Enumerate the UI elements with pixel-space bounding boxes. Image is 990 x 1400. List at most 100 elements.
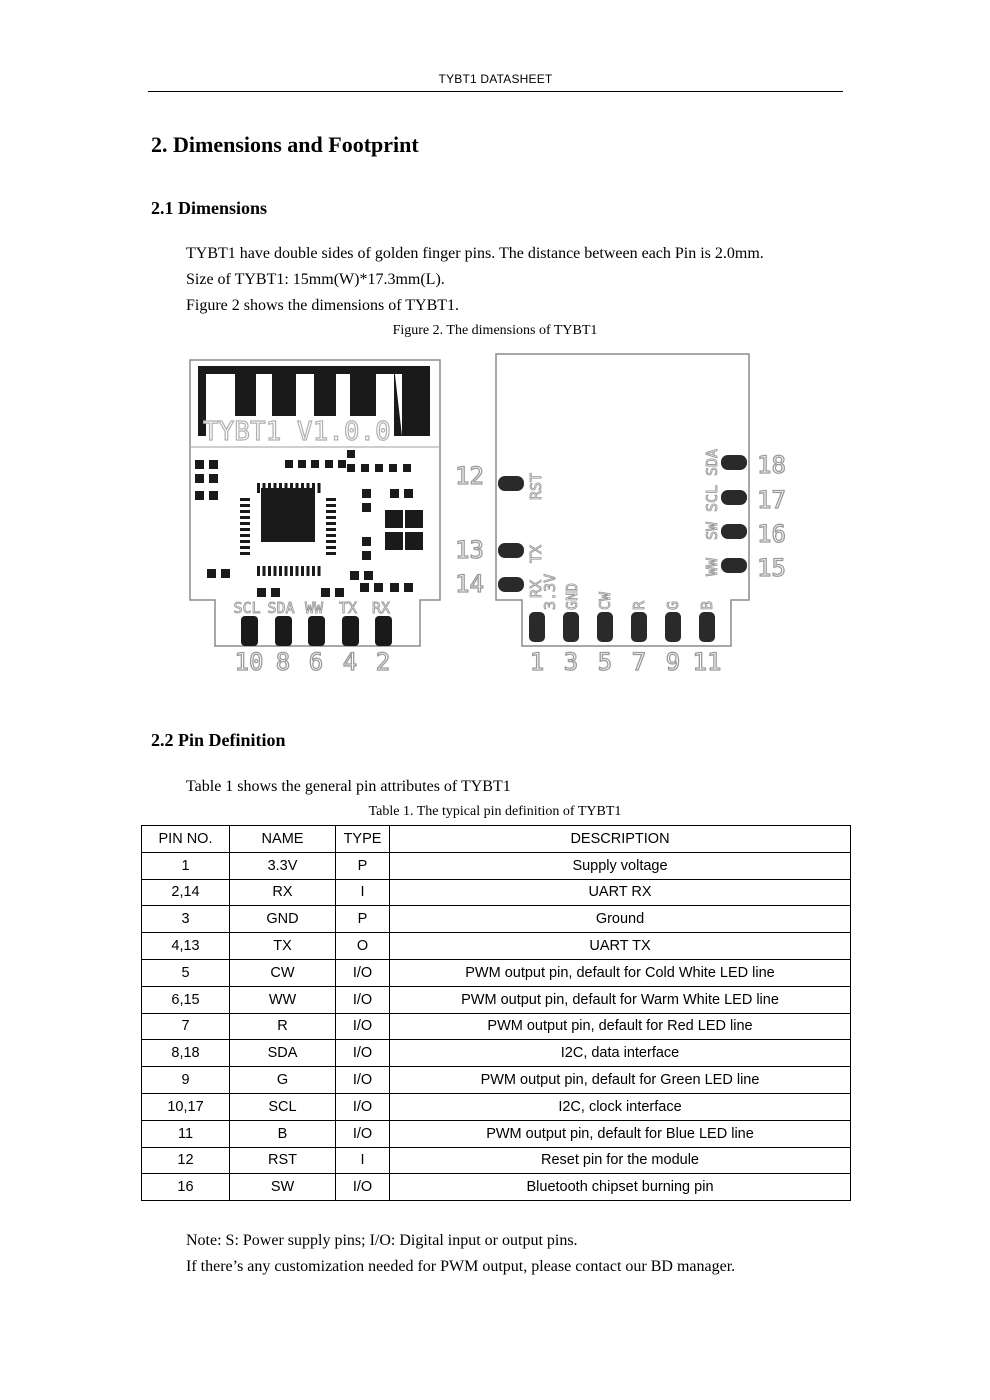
- back-label-b: B: [698, 601, 716, 610]
- back-right-pin-number: 17: [757, 486, 786, 514]
- cell-description: PWM output pin, default for Cold White L…: [389, 958, 851, 987]
- subsection-pin-definition-title: 2.2 Pin Definition: [151, 730, 286, 750]
- back-pin-number-12: 12: [455, 462, 484, 490]
- back-right-pad: [721, 455, 747, 470]
- cell-pin-no: 6,15: [141, 985, 230, 1014]
- cell-name: RX: [229, 878, 336, 907]
- page-header: TYBT1 DATASHEET: [438, 72, 553, 86]
- cell-pin-no: 10,17: [141, 1092, 230, 1121]
- front-pin-pad: [342, 616, 359, 646]
- cell-pin-no: 16: [141, 1173, 230, 1202]
- cell-name: R: [229, 1012, 336, 1041]
- cell-type: I/O: [335, 1039, 390, 1068]
- column-header-type: TYPE: [335, 825, 390, 853]
- front-pin-pad: [275, 616, 292, 646]
- cell-description: Supply voltage: [389, 851, 851, 880]
- back-label-sw: SW: [703, 521, 721, 540]
- back-label-rst: RST: [527, 473, 545, 500]
- back-bottom-pad: [563, 612, 579, 642]
- cell-description: I2C, data interface: [389, 1039, 851, 1068]
- cell-pin-no: 1: [141, 851, 230, 880]
- cell-type: I/O: [335, 985, 390, 1014]
- pin-table-intro: Table 1 shows the general pin attributes…: [186, 778, 511, 795]
- cell-name: SDA: [229, 1039, 336, 1068]
- front-pin-number: 8: [276, 648, 290, 676]
- back-bottom-pin-number: 11: [693, 648, 722, 676]
- back-pin-number-14: 14: [455, 570, 484, 598]
- section-title: 2. Dimensions and Footprint: [151, 132, 419, 157]
- notes: Note: S: Power supply pins; I/O: Digital…: [186, 1228, 735, 1280]
- column-header-name: NAME: [229, 825, 336, 853]
- back-bottom-pad: [597, 612, 613, 642]
- back-label-scl: SCL: [703, 485, 721, 512]
- cell-type: I/O: [335, 1119, 390, 1148]
- back-bottom-pad: [665, 612, 681, 642]
- cell-name: GND: [229, 905, 336, 934]
- cell-pin-no: 9: [141, 1066, 230, 1094]
- cell-type: P: [335, 905, 390, 934]
- cell-description: Ground: [389, 905, 851, 934]
- back-left-pad: [498, 476, 524, 491]
- cell-description: UART RX: [389, 878, 851, 907]
- cell-name: B: [229, 1119, 336, 1148]
- back-bottom-pin-number: 7: [632, 648, 646, 676]
- cell-description: PWM output pin, default for Warm White L…: [389, 985, 851, 1014]
- back-right-pin-number: 15: [757, 554, 786, 582]
- back-pin-number-13: 13: [455, 536, 484, 564]
- column-header-pin-no: PIN NO.: [141, 825, 230, 853]
- dimensions-line-1: TYBT1 have double sides of golden finger…: [186, 245, 764, 262]
- note-line-2: If there’s any customization needed for …: [186, 1258, 736, 1275]
- cell-description: PWM output pin, default for Red LED line: [389, 1012, 851, 1041]
- cell-pin-no: 3: [141, 905, 230, 934]
- back-left-pad: [498, 577, 524, 592]
- header-rule: [148, 91, 843, 92]
- column-header-description: DESCRIPTION: [389, 825, 851, 853]
- cell-pin-no: 8,18: [141, 1039, 230, 1068]
- table-caption: Table 1. The typical pin definition of T…: [368, 804, 622, 819]
- note-line-1: Note: S: Power supply pins; I/O: Digital…: [186, 1232, 578, 1249]
- back-label-sda: SDA: [703, 449, 721, 476]
- front-pin-label: WW: [305, 599, 324, 617]
- cell-name: 3.3V: [229, 851, 336, 880]
- cell-description: I2C, clock interface: [389, 1092, 851, 1121]
- front-pin-number: 6: [309, 648, 323, 676]
- dimensions-line-3: Figure 2 shows the dimensions of TYBT1.: [186, 297, 460, 314]
- cell-type: I/O: [335, 1092, 390, 1121]
- cell-description: Reset pin for the module: [389, 1146, 851, 1175]
- back-right-pin-number: 16: [757, 520, 786, 548]
- cell-description: UART TX: [389, 932, 851, 960]
- back-right-pin-number: 18: [757, 451, 786, 479]
- front-pin-label: SCL: [233, 599, 260, 617]
- back-label-gnd: GND: [563, 583, 581, 610]
- cell-type: O: [335, 932, 390, 960]
- figure-caption: Figure 2. The dimensions of TYBT1: [392, 323, 598, 338]
- back-bottom-pin-number: 9: [666, 648, 680, 676]
- back-left-pad: [498, 543, 524, 558]
- back-right-pad: [721, 558, 747, 573]
- cell-pin-no: 2,14: [141, 878, 230, 907]
- cell-type: P: [335, 851, 390, 880]
- back-bottom-pin-number: 3: [564, 648, 578, 676]
- cell-pin-no: 4,13: [141, 932, 230, 960]
- front-pin-pad: [241, 616, 258, 646]
- back-right-pad: [721, 490, 747, 505]
- front-pin-number: 10: [235, 648, 264, 676]
- back-label-r: R: [630, 600, 648, 610]
- silkscreen-version-text: TYBT1 V1.0.0: [203, 417, 391, 447]
- cell-type: I/O: [335, 958, 390, 987]
- cell-type: I/O: [335, 1173, 390, 1202]
- front-pin-label: RX: [372, 599, 390, 617]
